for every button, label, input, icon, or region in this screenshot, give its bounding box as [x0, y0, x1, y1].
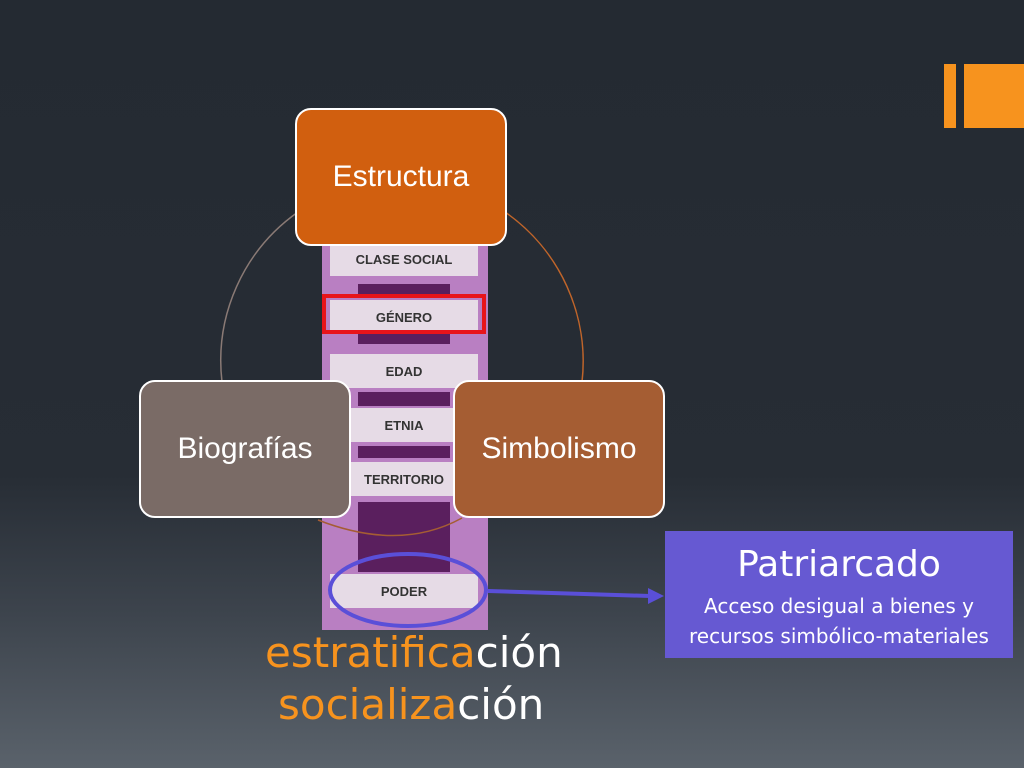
- strata-separator: [358, 334, 450, 344]
- cycle-arc-bottom: [317, 517, 463, 537]
- strata-item-edad: EDAD: [330, 354, 478, 388]
- word-estratificacion: estratificación: [265, 628, 563, 678]
- strata-separator: [358, 446, 450, 458]
- poder-highlight-ellipse: [328, 552, 488, 628]
- callout-line-1: Acceso desigual a bienes y: [704, 594, 974, 618]
- cycle-arc-left: [220, 211, 299, 383]
- arrow-line: [487, 589, 651, 598]
- word-prefix: socializa: [278, 680, 458, 729]
- genero-highlight-box: [322, 294, 486, 334]
- patriarcado-callout: Patriarcado Acceso desigual a bienes y r…: [665, 531, 1013, 658]
- cycle-arc-right: [504, 211, 584, 383]
- corner-bar-wide: [964, 64, 1024, 128]
- arrow-head: [648, 588, 664, 604]
- strata-separator: [358, 392, 450, 406]
- node-simbolismo: Simbolismo: [453, 380, 665, 518]
- callout-title: Patriarcado: [737, 544, 941, 585]
- strata-item-genero: GÉNERO: [330, 300, 478, 334]
- strata-item-clase-social: CLASE SOCIAL: [330, 242, 478, 276]
- strata-separator: [358, 502, 450, 572]
- word-prefix: estratifica: [265, 628, 476, 677]
- corner-decoration: [944, 64, 1024, 128]
- strata-item-poder: PODER: [330, 574, 478, 608]
- word-suffix: ción: [457, 680, 545, 729]
- corner-bar-thin: [944, 64, 956, 128]
- word-socializacion: socialización: [278, 680, 544, 730]
- node-biografias: Biografías: [139, 380, 351, 518]
- callout-line-2: recursos simbólico-materiales: [689, 624, 989, 648]
- word-suffix: ción: [475, 628, 563, 677]
- strata-separator: [358, 284, 450, 294]
- node-estructura: Estructura: [295, 108, 507, 246]
